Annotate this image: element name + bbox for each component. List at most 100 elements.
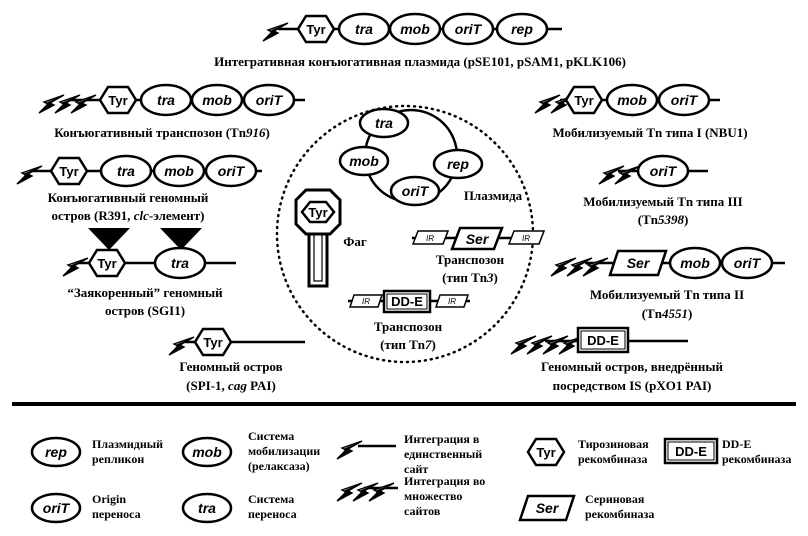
ice-caption: Интегративная конъюгативная плазмида (pS… [214, 54, 626, 69]
genomic-island-end: PAI) [247, 378, 276, 393]
oriT-label: oriT [218, 163, 246, 179]
mob-tn-2-end: ) [688, 306, 692, 321]
genomic-island-italic: cag [228, 378, 247, 393]
tra-label: tra [117, 163, 135, 179]
legend-rep-icon [30, 436, 82, 468]
phage-head-outer [294, 188, 342, 236]
dde-label: DD-E [587, 333, 619, 348]
anchored-caption-1: “Заякоренный” геномный [67, 285, 223, 300]
legend-mob-text-1: Система [248, 429, 294, 443]
mob-module [605, 83, 659, 117]
insertion-arrow [88, 228, 130, 250]
tra-label: tra [375, 115, 393, 131]
mob-label: mob [164, 163, 194, 179]
legend-multi-text-1: Интеграция во [404, 474, 485, 488]
phage: Tyr [294, 188, 342, 288]
plasmid-caption: Плазмида [464, 188, 523, 203]
legend-single-site-icon [336, 440, 363, 460]
ser-parallelogram [608, 249, 668, 277]
dde-box [576, 326, 630, 354]
oriT-label: oriT [256, 92, 284, 108]
conj-island-caption-1: Конъюгативный геномный [48, 190, 209, 205]
mob-tn-3-text: (Tn [638, 212, 659, 227]
conjugative-genomic-island: Tyr tra mob oriT [16, 154, 262, 188]
tyr-hexagon [300, 200, 336, 224]
mob-tn-3-caption-2: (Tn5398) [638, 212, 689, 227]
mob-module [190, 83, 244, 117]
tyr-label: Tyr [97, 256, 116, 271]
is-island-caption-2: посредством IS (pXO1 PAI) [553, 378, 712, 393]
mob-tn-2-italic: 4551 [661, 306, 688, 321]
dde-box-inner [386, 293, 428, 310]
legend-oriT-text-1: Origin [92, 492, 126, 506]
tn3-caption-1: Транспозон [436, 252, 505, 267]
mob-tn-2-text: (Tn [642, 306, 663, 321]
ir-label: IR [448, 297, 456, 306]
legend-tyr-icon [526, 437, 566, 467]
conj-island-italic: clc [134, 208, 149, 223]
is-island-caption-1: Геномный остров, внедрённый [541, 359, 724, 374]
conj-tn-caption: Конъюгативный транспозон (Tn916) [54, 125, 270, 140]
tyr-label: Tyr [59, 164, 78, 179]
legend-single-text-1: Интеграция в [404, 432, 480, 446]
oriT-module [657, 83, 711, 117]
rep-label: rep [447, 156, 469, 172]
oriT-module [242, 83, 296, 117]
legend-tyr-text-2: рекомбиназа [578, 452, 647, 466]
tn3-end: ) [494, 270, 498, 285]
dde-box [382, 289, 432, 314]
tn7-italic: 7 [425, 337, 432, 352]
phage-caption: Фаг [343, 234, 367, 249]
mob-tn-2-caption-2: (Tn4551) [642, 306, 693, 321]
genomic-island-text: (SPI-1, [186, 378, 228, 393]
ir-left [348, 294, 384, 308]
tyr-label: Tyr [574, 93, 593, 108]
legend-ser-text-2: рекомбиназа [585, 507, 654, 521]
legend-rep-symbol: rep [45, 444, 67, 460]
anchored-caption-2: остров (SGI1) [105, 303, 185, 318]
tn7-end: ) [432, 337, 436, 352]
rep-module [495, 12, 549, 46]
legend-tyr-symbol: Tyr [536, 445, 555, 460]
tyr-label: Tyr [306, 22, 325, 37]
legend-mob-text-2: мобилизации [248, 444, 320, 458]
legend-ser-symbol: Ser [536, 500, 560, 516]
tyr-hexagon [296, 14, 336, 44]
mob-tn-2-caption-1: Мобилизуемый Tn типа II [590, 287, 744, 302]
legend-tra-text-1: Система [248, 492, 294, 506]
conj-tn-text: Конъюгативный транспозон (Tn [54, 125, 247, 140]
oriT-module [204, 154, 258, 188]
ir-right [507, 230, 546, 245]
ir-right [434, 294, 470, 308]
oriT-label: oriT [402, 183, 430, 199]
tn7-text: (тип Tn [380, 337, 426, 352]
legend-single-text-3: сайт [404, 462, 428, 476]
genomic-island: Tyr [168, 327, 305, 357]
ir-left [411, 230, 450, 245]
mob-label: mob [680, 255, 710, 271]
ir-label: IR [522, 234, 530, 243]
tyr-hexagon [87, 248, 127, 278]
single-site-integration-icon [168, 336, 195, 356]
single-site-integration-icon [16, 165, 43, 185]
genomic-island-caption-1: Геномный остров [179, 359, 282, 374]
tn7-caption-2: (тип Tn7) [380, 337, 436, 352]
legend: rep Плазмидный репликон oriT Origin пере… [30, 429, 791, 524]
legend-ser-text-1: Сериновая [585, 492, 645, 506]
legend-single-text-2: единственный [404, 447, 482, 461]
tyr-hexagon [193, 327, 233, 357]
mob-tn-type-2: Ser mob oriT [550, 246, 785, 280]
oriT-label: oriT [650, 163, 678, 179]
oriT-module [636, 154, 690, 188]
ice-element: Tyr tra mob oriT rep [262, 12, 562, 46]
conj-island-caption-2: остров (R391, clc-элемент) [52, 208, 205, 223]
mob-tn-type-1: Tyr mob oriT [534, 83, 720, 117]
tyr-hexagon [564, 85, 604, 115]
oriT-module [720, 246, 774, 280]
legend-mob-icon [181, 436, 233, 468]
phage-tail-inner [313, 233, 323, 282]
tyr-hexagon [98, 85, 138, 115]
ir-label: IR [426, 234, 434, 243]
mob-label: mob [349, 153, 379, 169]
legend-dde-icon [663, 437, 719, 465]
